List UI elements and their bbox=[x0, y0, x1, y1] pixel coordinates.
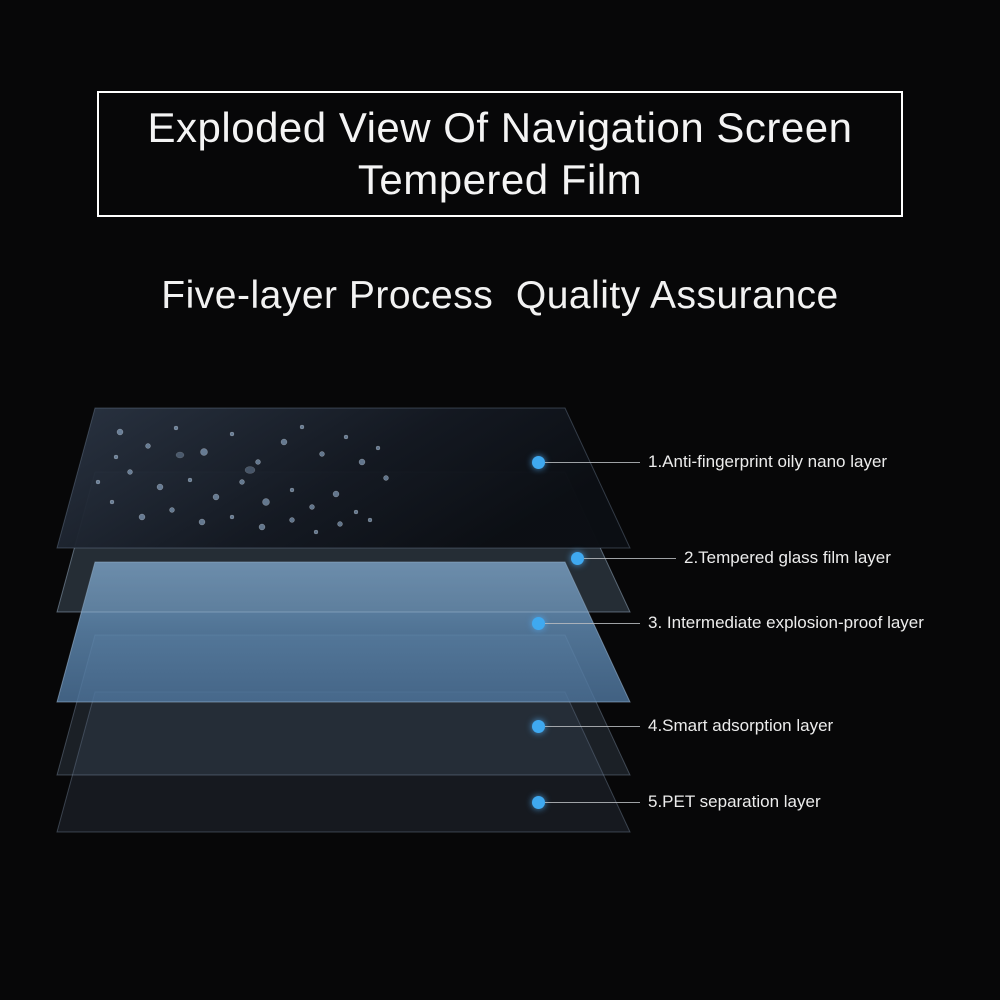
callout-layer-1: 1.Anti-fingerprint oily nano layer bbox=[532, 452, 887, 472]
layer-1-anti-fingerprint-shape bbox=[56, 407, 631, 549]
layer-4-label: 4.Smart adsorption layer bbox=[648, 716, 834, 735]
callout-layer-3: 3. Intermediate explosion-proof layer bbox=[532, 613, 924, 633]
callout-layer-5: 5.PET separation layer bbox=[532, 792, 821, 812]
page-title-line-1: Exploded View Of Navigation Screen bbox=[147, 103, 853, 151]
layer-3-label: 3. Intermediate explosion-proof layer bbox=[648, 613, 924, 632]
layer-1-label: 1.Anti-fingerprint oily nano layer bbox=[648, 452, 888, 471]
callout-layer-2: 2.Tempered glass film layer bbox=[571, 548, 891, 568]
layer-4-leader-line bbox=[545, 725, 640, 727]
layer-3-leader-line bbox=[545, 622, 640, 624]
layer-4-marker-dot-icon bbox=[532, 719, 545, 733]
page-title-line-2: Tempered Film bbox=[357, 156, 643, 203]
layer-5-label: 5.PET separation layer bbox=[648, 792, 821, 811]
layer-3-marker-dot-icon bbox=[532, 616, 545, 630]
callout-layer-4: 4.Smart adsorption layer bbox=[532, 716, 833, 736]
layer-2-marker-dot-icon bbox=[571, 551, 584, 565]
water-droplets-decoration bbox=[95, 424, 389, 535]
subtitle: Five-layer Process Quality Assurance bbox=[161, 274, 839, 317]
layer-1-marker-dot-icon bbox=[532, 455, 545, 469]
layer-2-label: 2.Tempered glass film layer bbox=[684, 548, 891, 567]
layer-5-leader-line bbox=[545, 801, 640, 803]
layer-2-leader-line bbox=[584, 557, 676, 559]
layer-5-marker-dot-icon bbox=[532, 795, 545, 809]
title-box: Exploded View Of Navigation Screen Tempe… bbox=[97, 91, 903, 217]
layer-3-explosion-proof-shape bbox=[56, 561, 631, 703]
layer-1-leader-line bbox=[545, 461, 640, 463]
